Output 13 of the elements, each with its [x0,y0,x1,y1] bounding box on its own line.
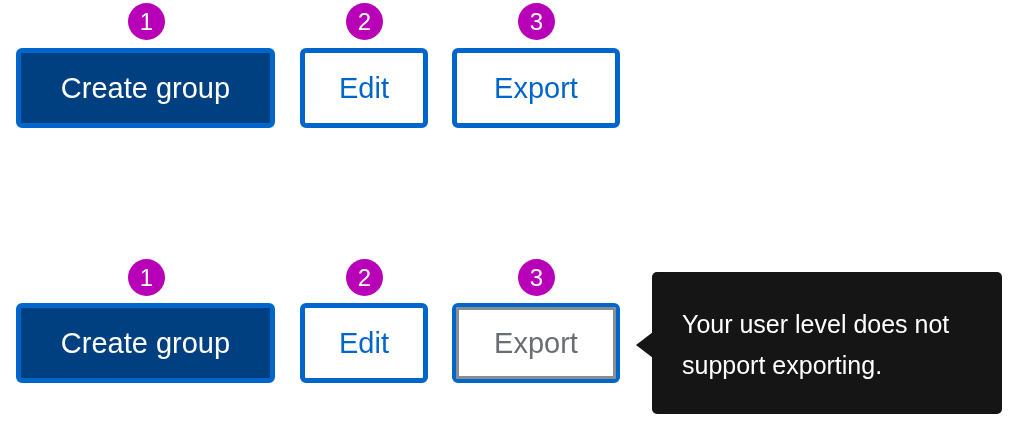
callout-number: 3 [518,259,555,296]
primary-button: Create group [16,303,275,383]
callout-number: 2 [346,3,383,40]
callout-number: 3 [518,3,555,40]
secondary-button: Edit [300,48,428,128]
secondary-button: Edit [300,303,428,383]
callout-number: 2 [346,259,383,296]
secondary-button: Export [452,48,620,128]
callout-number: 1 [128,3,165,40]
primary-button: Create group [16,48,275,128]
callout-number: 1 [128,259,165,296]
tooltip: Your user level does not support exporting. [652,272,1002,414]
disabled-button: Export [452,303,620,383]
